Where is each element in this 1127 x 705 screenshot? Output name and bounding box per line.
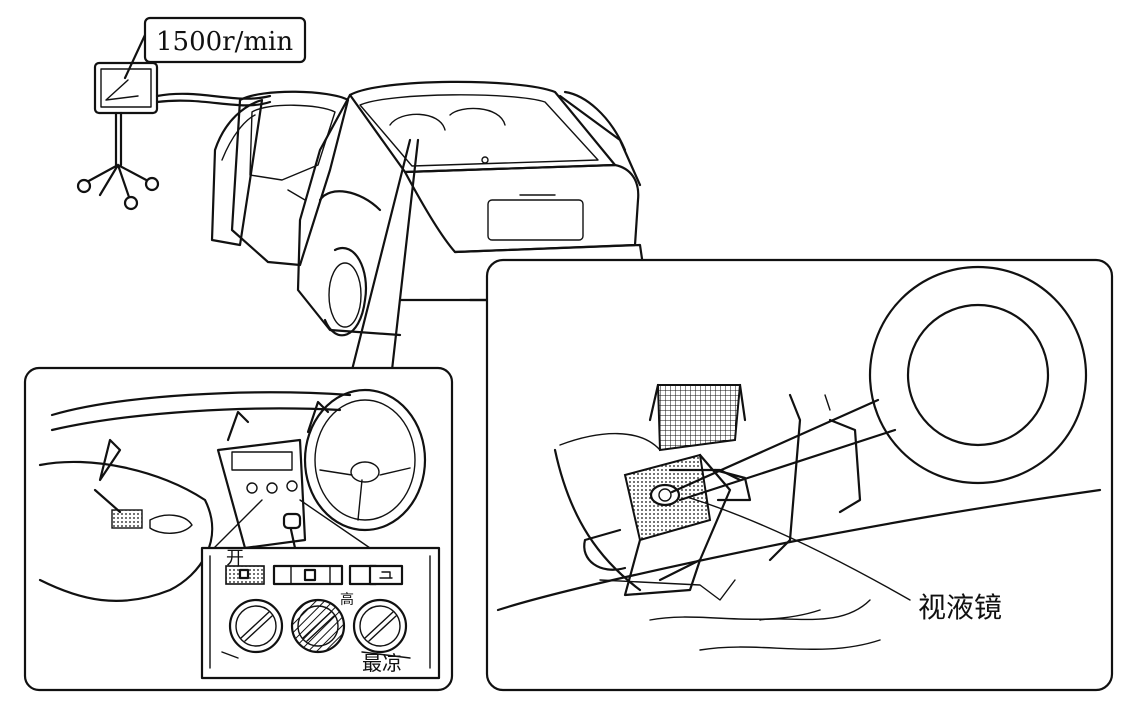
on-label: 开 — [226, 548, 244, 569]
rpm-reading: 1500r/min — [156, 27, 293, 57]
sight-glass-label: 视液镜 — [918, 591, 1002, 624]
sight-glass-detail-panel — [487, 260, 1112, 690]
coolest-label: 最凉 — [362, 651, 402, 675]
tachometer-stand — [78, 63, 270, 209]
fan-speed-knob — [292, 600, 344, 652]
dash-pointer — [352, 140, 410, 370]
high-label: 高 — [340, 591, 354, 608]
